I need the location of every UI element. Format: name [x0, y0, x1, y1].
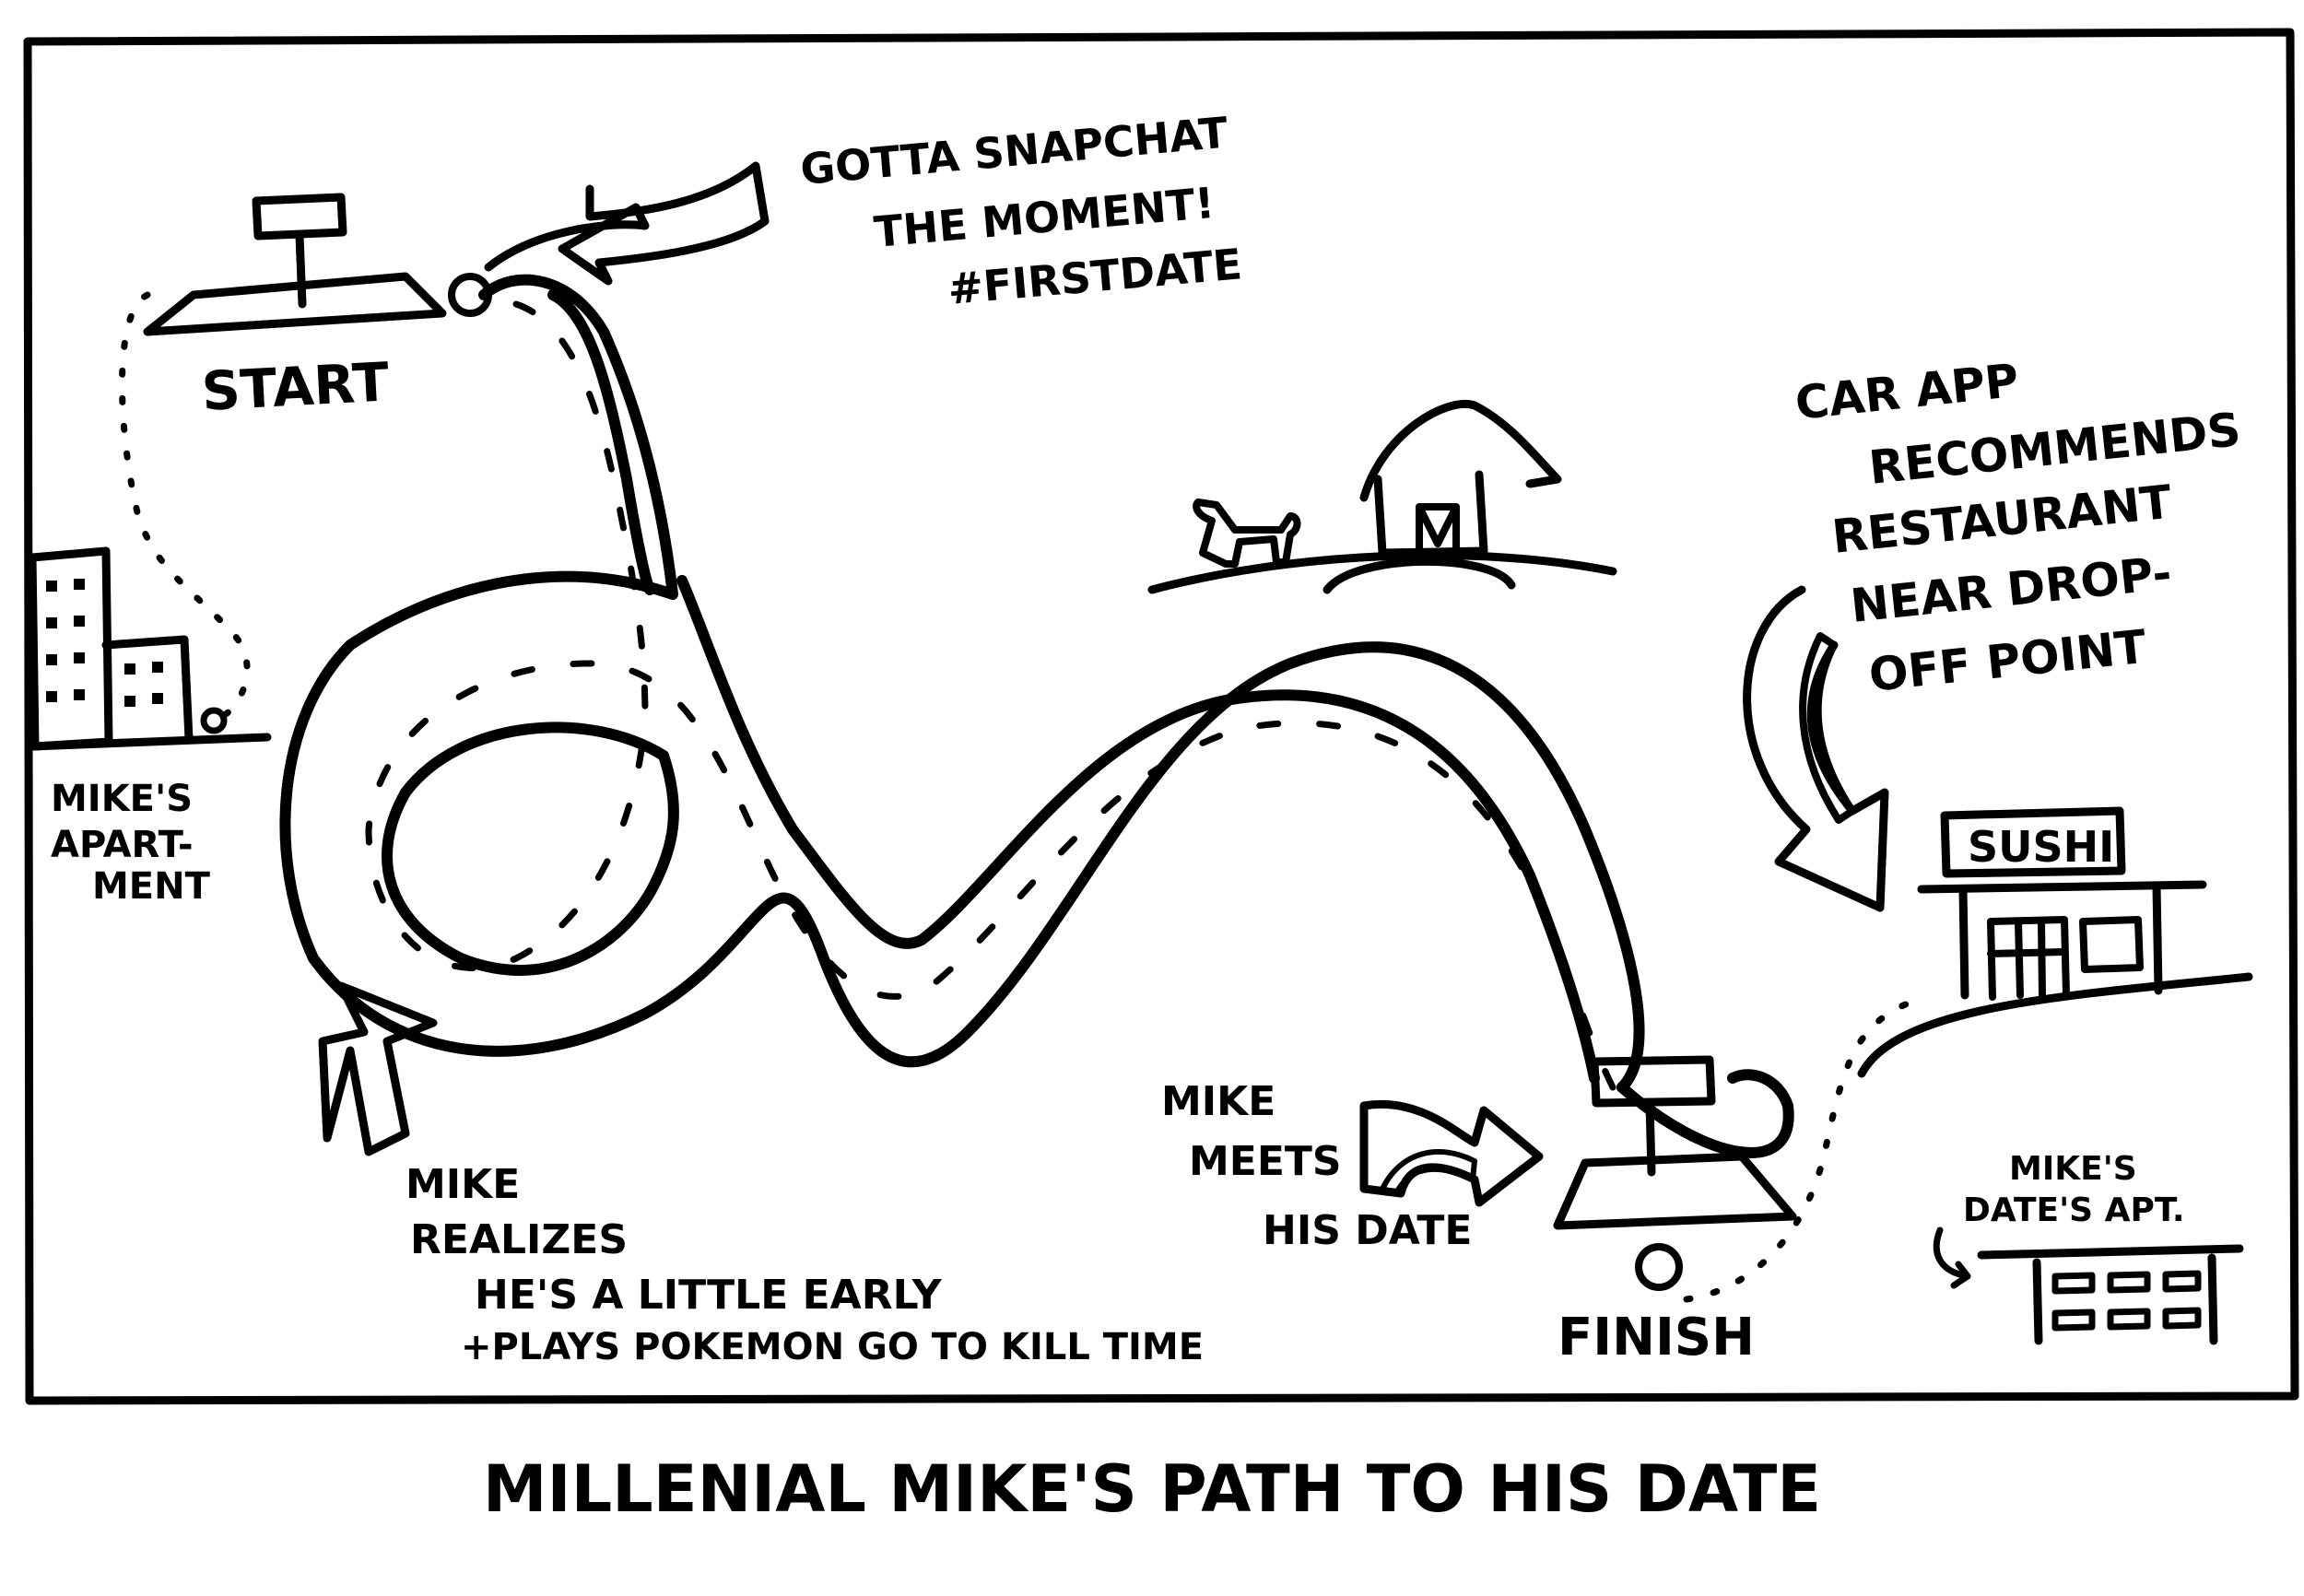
mikes-apartment-building — [28, 546, 272, 751]
sushi-sign-text: SUSHI — [1968, 822, 2114, 872]
walking-path-start — [119, 291, 251, 718]
arrow-icon — [484, 161, 770, 286]
svg-text:CAR APP: CAR APP — [1793, 354, 2021, 430]
mikes-apartment-label: MIKE'S APART- MENT — [51, 778, 211, 908]
snapchat-note: GOTTA SNAPCHAT THE MOMENT! #FIRSTDATE — [798, 108, 1244, 314]
svg-text:REALIZES: REALIZES — [410, 1216, 628, 1263]
svg-text:MEETS: MEETS — [1189, 1138, 1342, 1185]
svg-text:#FIRSTDATE: #FIRSTDATE — [946, 239, 1244, 314]
svg-text:MIKE'S: MIKE'S — [51, 778, 193, 820]
dates-apartment: MIKE'S DATE'S APT. — [1933, 1150, 2244, 1345]
finish-label: FINISH — [1558, 1308, 1755, 1367]
svg-text:HE'S A LITTLE EARLY: HE'S A LITTLE EARLY — [475, 1272, 943, 1319]
svg-text:MIKE: MIKE — [406, 1161, 520, 1208]
start-sign — [143, 193, 492, 336]
diagram-title: MILLENIAL MIKE'S PATH TO HIS DATE — [483, 1451, 1821, 1527]
sushi-restaurant: SUSHI — [1857, 806, 2253, 1078]
svg-text:NEAR DROP-: NEAR DROP- — [1848, 546, 2174, 633]
svg-text:MIKE'S: MIKE'S — [2009, 1150, 2137, 1188]
svg-text:DATE'S APT.: DATE'S APT. — [1963, 1191, 2185, 1229]
start-label: START — [200, 350, 391, 423]
svg-text:MIKE: MIKE — [1161, 1078, 1275, 1125]
meets-note: MIKE MEETS HIS DATE — [1161, 1078, 1472, 1254]
arrow-icon — [1933, 1226, 1971, 1289]
arrow-icon — [1743, 585, 1889, 912]
svg-text:+PLAYS POKEMON GO TO KILL TIME: +PLAYS POKEMON GO TO KILL TIME — [461, 1326, 1204, 1368]
farm-scene — [1147, 400, 1617, 594]
svg-text:APART-: APART- — [51, 824, 194, 866]
dog-icon — [1193, 499, 1301, 568]
svg-text:HIS DATE: HIS DATE — [1263, 1207, 1472, 1254]
car-app-note: CAR APP RECOMMENDS RESTAURANT NEAR DROP-… — [1793, 354, 2243, 702]
svg-text:MENT: MENT — [92, 865, 211, 908]
arrow-icon — [318, 981, 438, 1156]
realizes-note: MIKE REALIZES HE'S A LITTLE EARLY +PLAYS… — [406, 1161, 1204, 1368]
picture-frame — [23, 28, 2299, 1405]
svg-text:OFF POINT: OFF POINT — [1866, 620, 2148, 702]
finish-sign — [1553, 1055, 1797, 1291]
walking-path-end — [1683, 996, 1921, 1303]
winding-road — [279, 274, 1794, 1158]
